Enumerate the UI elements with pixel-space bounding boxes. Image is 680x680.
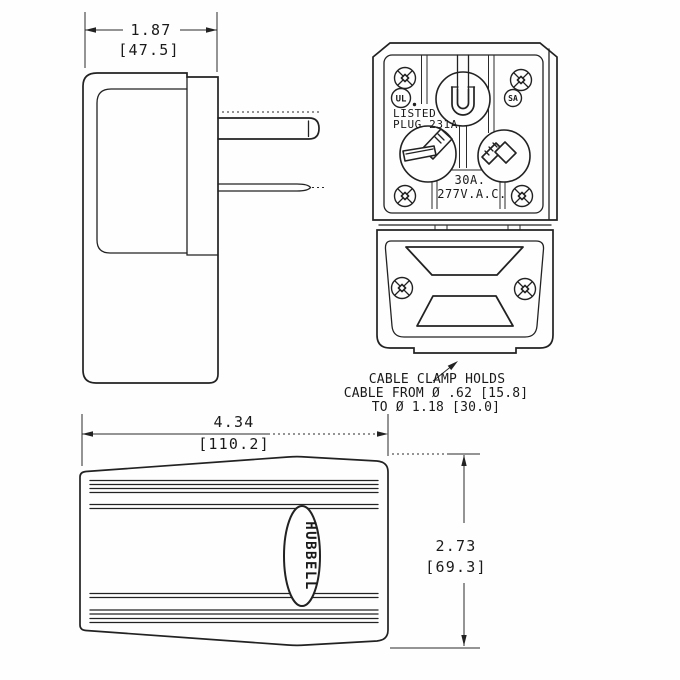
cable-clamp-note: CABLE CLAMP HOLDS CABLE FROM Ø .62 [15.8…	[344, 361, 529, 415]
plug-model-text: PLUG 231A	[393, 118, 458, 131]
screw-icon	[390, 276, 414, 300]
note-line-3: TO Ø 1.18 [30.0]	[372, 400, 500, 415]
hubbell-logo: HUBBELL	[283, 505, 321, 607]
csa-logo-circle	[503, 88, 523, 108]
arrowhead	[377, 431, 388, 437]
blade-hatch	[488, 146, 494, 152]
side-view	[82, 72, 326, 384]
dim-height-mm: [69.3]	[425, 558, 486, 576]
dimension-length: 4.34 [110.2]	[81, 413, 389, 466]
ground-slot-inner	[456, 88, 470, 110]
dim-width-mm: [47.5]	[118, 41, 179, 59]
volt-rating-text: 277V.A.C.	[437, 187, 507, 201]
dim-height-inches: 2.73	[436, 537, 477, 555]
ground-contact-circle	[435, 71, 491, 127]
screw-icon	[509, 68, 533, 92]
bottom-view: HUBBELL	[79, 455, 389, 647]
ul-logo-text: UL	[396, 95, 407, 105]
amp-rating-text: 30A.	[455, 173, 486, 187]
grip-ridges-bottom	[89, 592, 379, 624]
bottom-blade-edge	[217, 183, 312, 192]
clamp-upper-wedge	[405, 246, 524, 276]
blade-hatch	[434, 136, 442, 144]
grip-ridges-top	[89, 479, 379, 510]
arrowhead	[206, 27, 217, 33]
csa-logo: SA	[503, 88, 523, 108]
ground-pin-contact	[435, 54, 491, 127]
screw-icon	[393, 184, 417, 208]
note-line-1: CABLE CLAMP HOLDS	[369, 372, 505, 387]
dim-length-mm: [110.2]	[198, 435, 270, 453]
leader-arrowhead	[447, 361, 458, 371]
screw-icon	[510, 184, 534, 208]
arrowhead	[461, 635, 467, 646]
dimension-width: 1.87 [47.5]	[84, 12, 218, 72]
left-blade-contact	[399, 125, 457, 183]
clamp-outline	[376, 229, 554, 354]
front-view: UL LISTED PLUG 231A SA 30A. 277V.A.C.	[372, 42, 558, 354]
blade-hatch	[484, 150, 490, 156]
right-blade-stub	[494, 141, 517, 164]
arrowhead	[82, 431, 93, 437]
clamp-lower-wedge	[416, 295, 514, 327]
ul-logo-circle	[390, 87, 412, 109]
top-blade-side	[217, 117, 320, 140]
blade-hatch	[492, 142, 498, 148]
dim-length-inches: 4.34	[214, 413, 255, 431]
ground-slot-outer	[451, 86, 475, 116]
note-line-2: CABLE FROM Ø .62 [15.8]	[344, 386, 529, 401]
hubbell-brand-text: HUBBELL	[302, 521, 318, 591]
body-recessed-panel	[96, 88, 188, 254]
body-profile-outline	[79, 455, 389, 647]
arrowhead	[85, 27, 96, 33]
blade-edge	[405, 148, 434, 155]
face-outline	[372, 42, 558, 221]
arrowhead	[461, 455, 467, 466]
face-inner-panel	[383, 54, 544, 214]
right-blade-contact	[477, 129, 531, 183]
blade-hatch	[437, 133, 445, 141]
listed-text: LISTED	[393, 107, 436, 120]
registered-mark-dot	[412, 102, 417, 107]
plug-body-outline	[82, 72, 219, 384]
screw-icon	[393, 66, 417, 90]
cable-clamp	[376, 229, 554, 354]
face-plate-edge	[186, 76, 219, 256]
dimension-height: 2.73 [69.3]	[390, 453, 486, 649]
ul-logo: UL	[390, 87, 417, 109]
hubbell-logo-oval	[283, 505, 321, 607]
dim-width-inches: 1.87	[131, 21, 172, 39]
csa-logo-text: SA	[508, 94, 518, 103]
clamp-inner-outline	[384, 240, 545, 338]
screw-icon	[513, 277, 537, 301]
